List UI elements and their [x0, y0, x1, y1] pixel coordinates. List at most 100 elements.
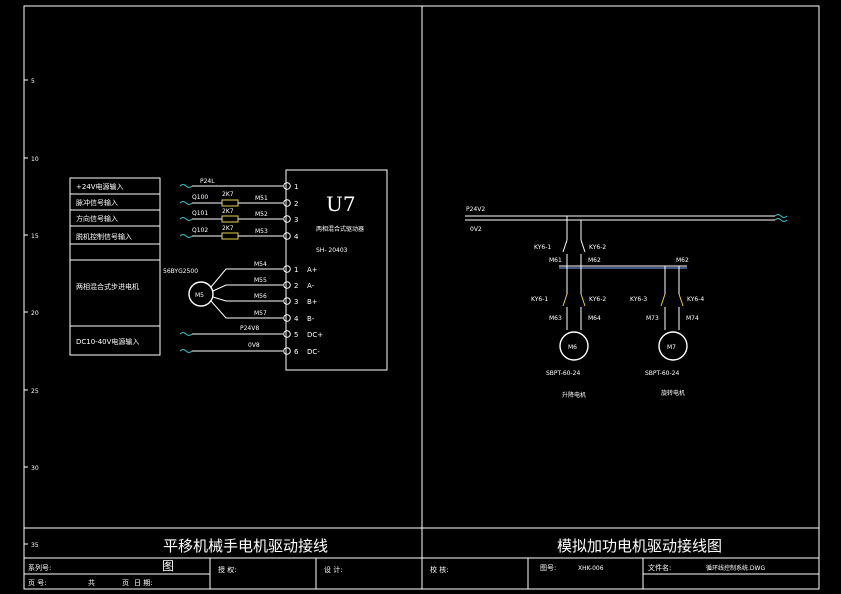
supply-rails: P24V2 0V2: [465, 206, 788, 233]
svg-text:3: 3: [294, 298, 298, 306]
terminal: 2 A-: [283, 281, 315, 290]
motor-model: SBPT-60-24: [645, 370, 679, 377]
wire-label: M51: [255, 195, 268, 202]
ruler-mark: 35: [31, 542, 39, 549]
terminal: 3: [283, 215, 298, 224]
wire-label: M52: [255, 211, 268, 218]
series-value: 图: [162, 559, 174, 573]
u7-model: SH- 20403: [316, 247, 348, 254]
terminal: 4: [283, 232, 299, 241]
left-ruler: 5 10 15 20 25 30 35: [24, 78, 39, 549]
total-label: 共: [88, 578, 95, 587]
svg-text:A-: A-: [307, 282, 315, 290]
power-wires: P24V8 0V8: [179, 325, 283, 353]
page-label: 页 号:: [28, 579, 47, 587]
wire-label: M56: [254, 293, 267, 300]
wire-label: Q101: [192, 210, 208, 217]
wire-label: Q102: [192, 227, 208, 234]
relay-contact: KY6-2: [580, 293, 606, 330]
svg-text:5: 5: [294, 331, 298, 339]
file-label: 文件名:: [648, 563, 671, 572]
u7-description: 两相混合式驱动器: [316, 225, 364, 233]
stepper-motor-m5: M5 56BYG2500 M54 M55 M56 M57: [163, 261, 283, 319]
resistor-value: 2K7: [222, 191, 234, 198]
relay-contact: KY6-2: [580, 239, 606, 266]
wire-label: M63: [549, 315, 562, 322]
svg-text:4: 4: [294, 233, 299, 241]
title-block: 平移机械手电机驱动接线 模拟加功电机驱动接线图 系列号: 图 页 号: 共 页 …: [24, 527, 819, 589]
resistor-value: 2K7: [222, 208, 234, 215]
motor-m6: M6 SBPT-60-24 升降电机: [546, 331, 589, 399]
motor-m7: M7 SBPT-60-24 旋转电机: [645, 331, 688, 397]
terminal: 3 B+: [283, 297, 318, 306]
terminal: 2: [283, 199, 298, 208]
svg-text:1: 1: [294, 266, 298, 274]
wire-label: M64: [588, 315, 601, 322]
motor-name: M5: [195, 292, 204, 299]
wire-label: P24L: [200, 178, 215, 185]
svg-text:KY6-4: KY6-4: [687, 296, 704, 303]
sheet-label: 页: [122, 579, 129, 587]
series-label: 系列号:: [28, 563, 51, 572]
svg-text:KY6-1: KY6-1: [534, 244, 551, 251]
svg-text:A+: A+: [307, 266, 318, 274]
wire-label: M54: [254, 261, 267, 268]
svg-text:6: 6: [294, 348, 299, 356]
date-label: 日 期:: [134, 579, 153, 587]
motor-label: 旋转电机: [661, 389, 685, 397]
check-label: 校 核:: [430, 565, 449, 574]
wire-label: M57: [254, 310, 267, 317]
signal-label: 方向信号输入: [76, 214, 118, 223]
svg-text:1: 1: [294, 183, 298, 191]
svg-text:2: 2: [294, 200, 298, 208]
wire-label: M61: [549, 257, 562, 264]
file-value: 循环线控制系统.DWG: [706, 564, 765, 572]
drawing-no-label: 图号:: [540, 564, 556, 572]
terminal: 6 DC-: [283, 347, 320, 356]
svg-text:DC-: DC-: [307, 348, 320, 356]
ruler-mark: 15: [31, 233, 39, 240]
signal-label: DC10-40V电源输入: [76, 337, 139, 346]
motor-model: 56BYG2500: [163, 268, 198, 275]
ruler-mark: 25: [31, 388, 39, 395]
u7-title: U7: [326, 192, 356, 216]
wire-label: M73: [646, 315, 659, 322]
left-drawing-title: 平移机械手电机驱动接线: [163, 537, 328, 555]
svg-text:B+: B+: [307, 298, 318, 306]
left-schematic: +24V电源输入 脉冲信号输入 方向信号输入 脱机控制信号输入 两相混合式步进电…: [69, 169, 388, 371]
svg-text:KY6-2: KY6-2: [589, 296, 606, 303]
motor-name: M7: [667, 344, 676, 351]
u7-driver: U7 两相混合式驱动器 SH- 20403: [285, 169, 388, 371]
motor-model: SBPT-60-24: [546, 370, 580, 377]
signal-label-table: +24V电源输入 脉冲信号输入 方向信号输入 脱机控制信号输入 两相混合式步进电…: [69, 177, 161, 356]
rail-label: 0V2: [470, 226, 482, 233]
relay-contact: KY6-1: [531, 293, 568, 330]
wire-label: Q100: [192, 194, 208, 201]
drawing-no-value: XHK-006: [578, 565, 604, 572]
signal-label: 脱机控制信号输入: [76, 232, 132, 241]
right-schematic: P24V2 0V2 KY6-1 KY6-2 M61 M62 M62: [465, 206, 788, 399]
svg-text:2: 2: [294, 282, 298, 290]
relay-contact: KY6-4: [678, 293, 704, 330]
resistor: [221, 232, 239, 240]
wire-label: M55: [254, 277, 267, 284]
approve-label: 授 权:: [218, 565, 237, 574]
control-wires: P24L Q100 2K7 M51 Q101 2K7 M52 Q102 2K7 …: [179, 178, 283, 240]
motor-label: 升降电机: [562, 391, 586, 399]
terminal: 1: [283, 182, 298, 191]
design-label: 设 计:: [324, 565, 343, 574]
wire-label: P24V8: [240, 325, 259, 332]
resistor: [221, 215, 239, 223]
wire-label: M62: [588, 257, 601, 264]
wire-label: M53: [255, 228, 268, 235]
relay-contact: KY6-1: [534, 239, 568, 266]
svg-text:3: 3: [294, 216, 298, 224]
svg-text:B-: B-: [307, 315, 315, 323]
wire-label: M62: [676, 257, 689, 264]
signal-label: 脉冲信号输入: [76, 198, 118, 207]
ruler-mark: 10: [31, 156, 39, 163]
